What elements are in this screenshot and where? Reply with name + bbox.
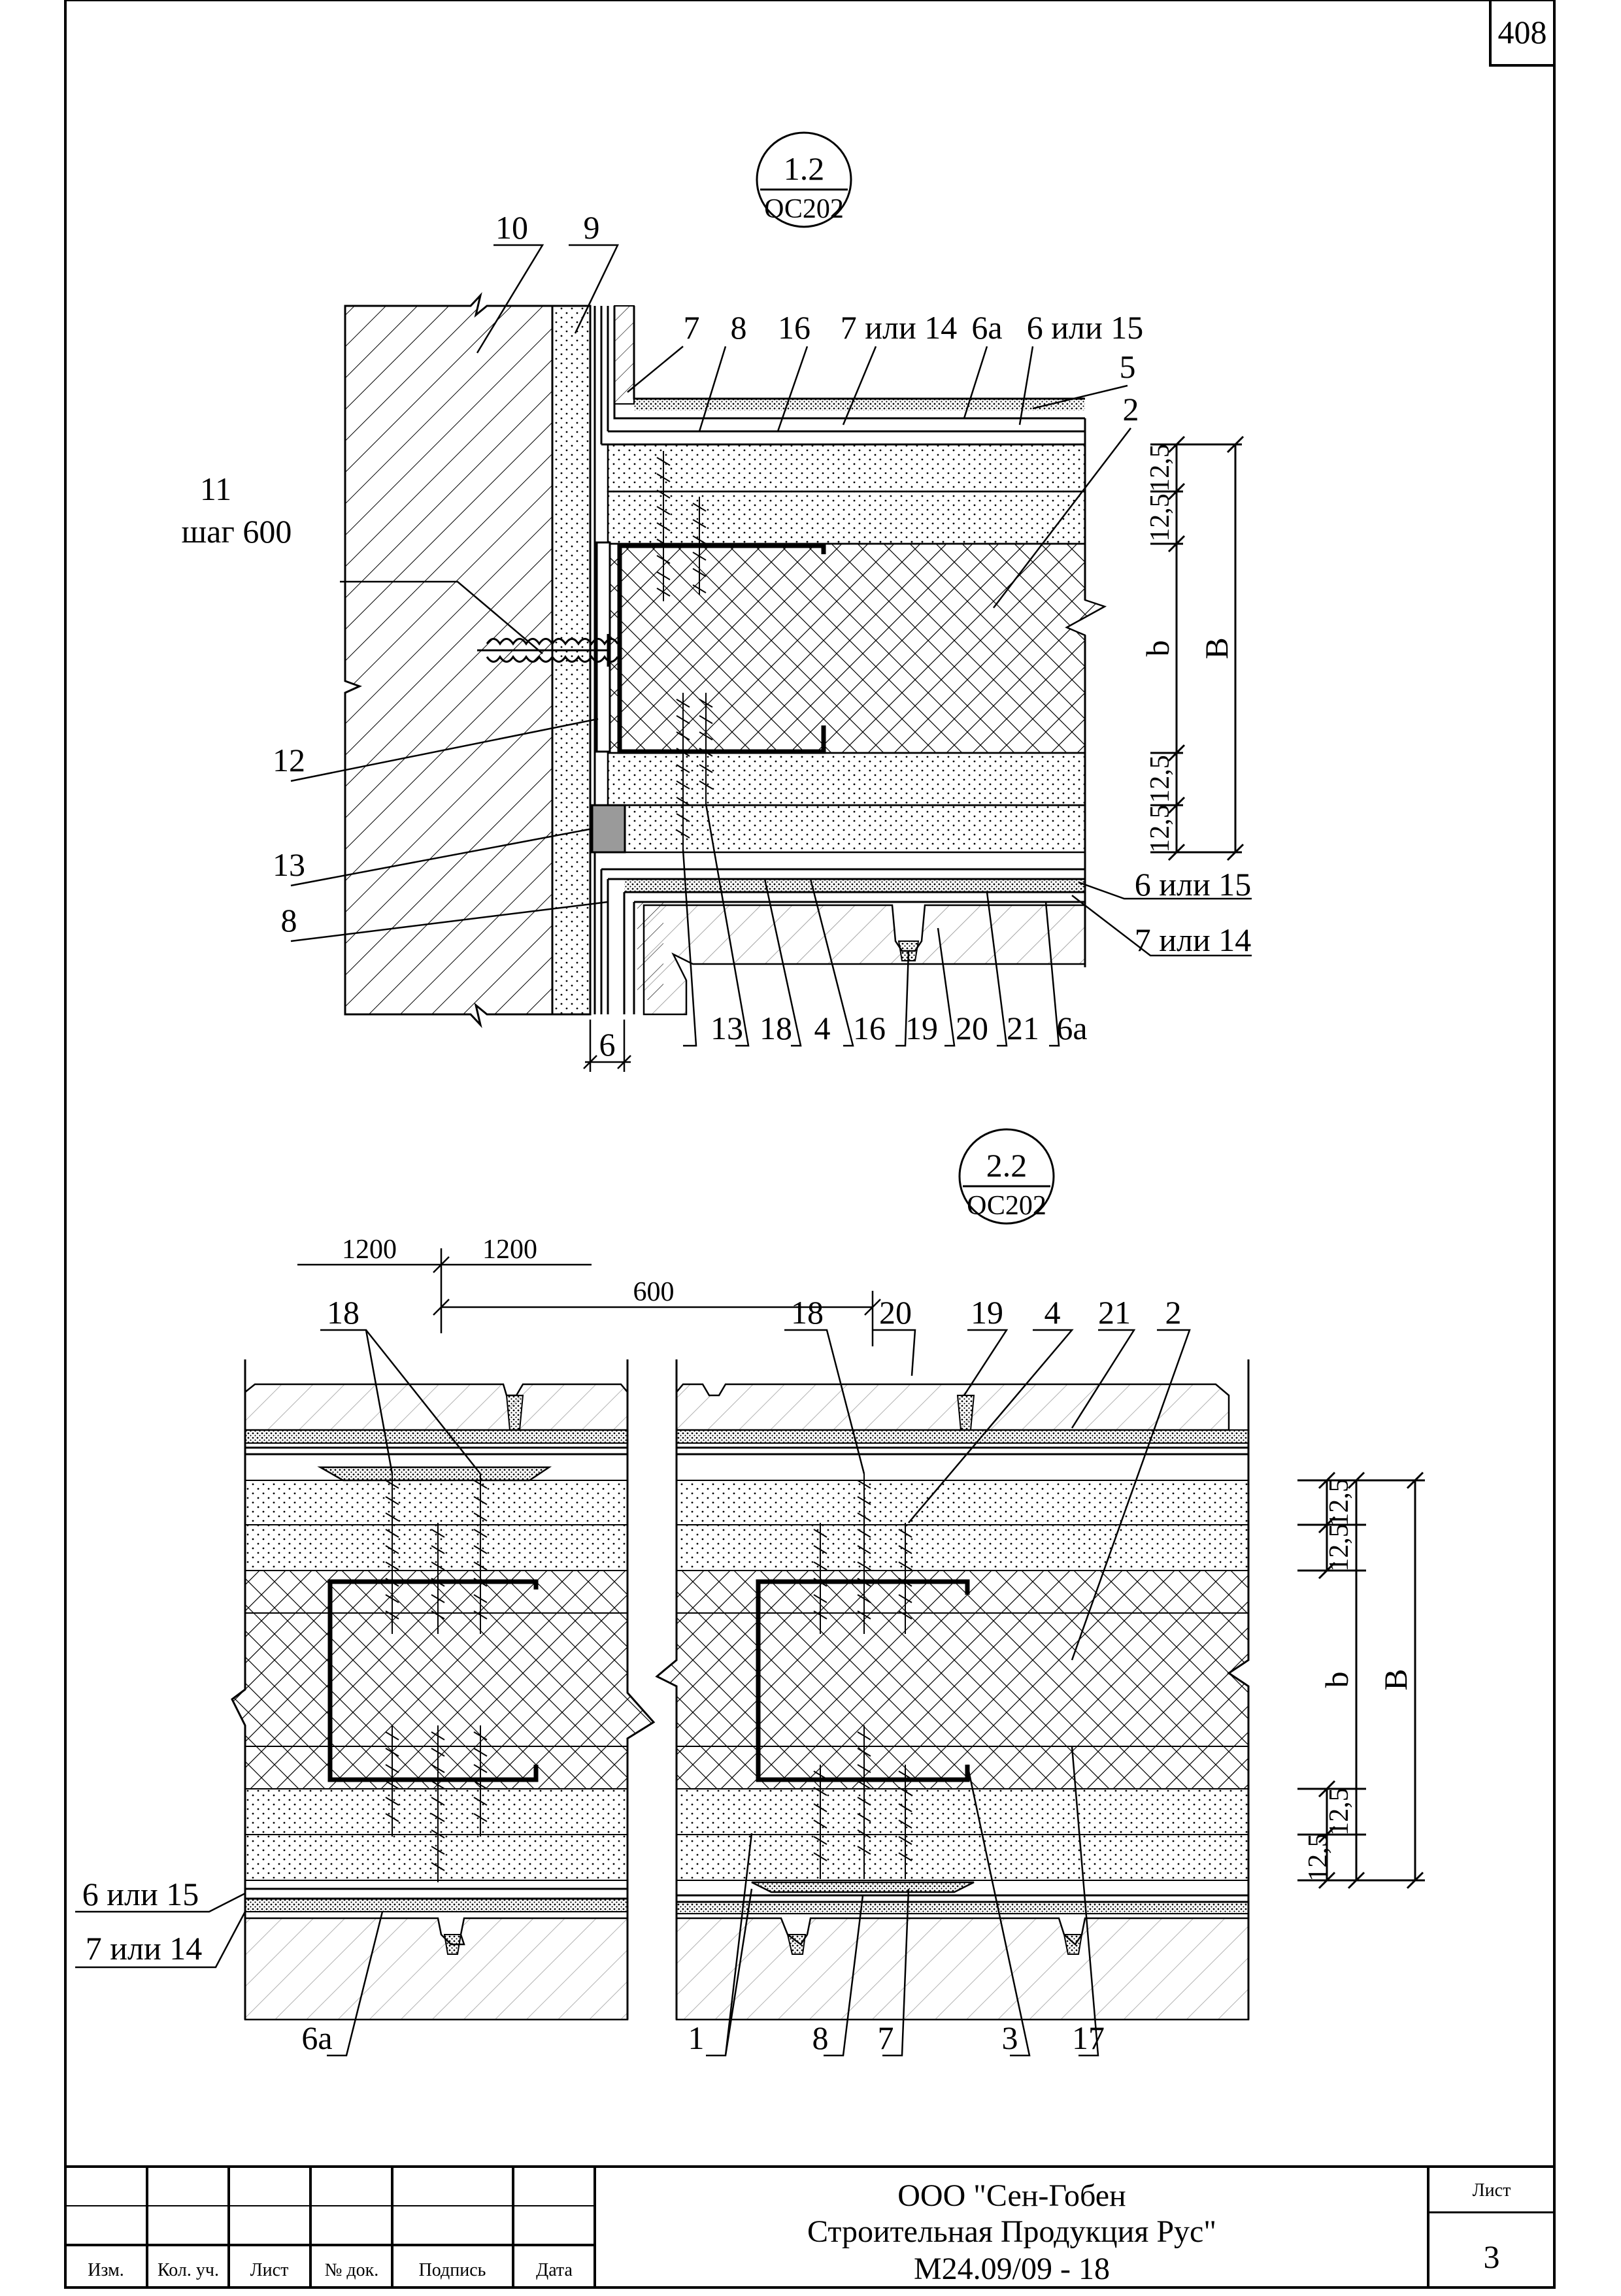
label-9: 9 [584, 209, 600, 246]
company-line-2: Строительная Продукция Рус" [807, 2214, 1216, 2249]
bottom-label-13: 13 [710, 1010, 743, 1046]
label-13: 13 [273, 846, 305, 883]
page-number: 408 [1498, 14, 1547, 50]
marker-ref-top: ОС202 [764, 194, 844, 224]
label-7-or-14: 7 или 14 [841, 309, 957, 346]
label-12: 12 [273, 742, 305, 778]
sheet-frame: 408 [64, 0, 1556, 2289]
dim-B-bottom: В [1377, 1669, 1414, 1690]
label-16: 16 [778, 309, 811, 346]
dim-b-bottom: b [1318, 1672, 1355, 1688]
left-panel [231, 1359, 656, 2021]
bracket-12 [595, 541, 611, 753]
bottom-label-6a: 6а [1056, 1010, 1087, 1046]
dim-12-5-c: 12,5 [1145, 755, 1175, 803]
bottom-callouts-top: 13 18 4 16 19 20 21 6а [710, 1010, 1088, 1046]
label-7-or-14-right: 7 или 14 [1135, 922, 1251, 958]
dim-12-5-f: 12,5 [1324, 1523, 1354, 1572]
col-doc-no: № док. [325, 2260, 379, 2280]
label-10: 10 [495, 209, 528, 246]
label-8-left: 8 [281, 902, 297, 939]
dim-12-5-d: 12,5 [1145, 805, 1175, 853]
dim-12-5-b: 12,5 [1145, 493, 1175, 542]
label-18-right: 18 [791, 1294, 824, 1331]
label-19-bottom: 19 [971, 1294, 1003, 1331]
label-6-or-15-right: 6 или 15 [1135, 866, 1251, 903]
dim-b-top: b [1139, 641, 1176, 657]
sheet-label: Лист [1473, 2180, 1511, 2201]
bottom-label-20: 20 [956, 1010, 988, 1046]
bottom-label-3: 3 [1002, 2020, 1018, 2056]
title-block: Изм. Кол. уч. Лист № док. Подпись Дата О… [65, 2165, 1554, 2288]
marker-ref-bottom: ОС202 [967, 1191, 1046, 1221]
label-6-or-15: 6 или 15 [1027, 309, 1143, 346]
gasket-13 [591, 804, 626, 854]
dim-1200-a: 1200 [342, 1235, 397, 1265]
leaders-bottom [75, 1329, 1191, 2057]
label-18-left: 18 [327, 1294, 359, 1331]
dimension-chain-top [1150, 435, 1245, 861]
concrete-wall [344, 291, 554, 1029]
dim-6: 6 [599, 1026, 616, 1063]
detail-2-2: 2.2 ОС202 1200 1200 600 [75, 1128, 1425, 2057]
label-4-bottom: 4 [1044, 1294, 1061, 1331]
label-2: 2 [1123, 391, 1139, 427]
bottom-label-8: 8 [812, 2020, 829, 2056]
right-panel [655, 1359, 1250, 2021]
col-kol-uch: Кол. уч. [158, 2260, 219, 2280]
marker-number-bottom: 2.2 [986, 1147, 1028, 1184]
detail-1-2: 1.2 ОС202 [182, 131, 1252, 1072]
label-7-or-14-left: 7 или 14 [86, 1930, 202, 1967]
col-list: Лист [250, 2260, 289, 2280]
steel-profile-top [617, 543, 826, 754]
section-marker-top: 1.2 ОС202 [756, 131, 852, 228]
dim-12-5-e: 12,5 [1324, 1478, 1354, 1527]
bottom-label-21: 21 [1007, 1010, 1039, 1046]
dim-12-5-g: 12,5 [1324, 1788, 1354, 1836]
bottom-label-17: 17 [1072, 2020, 1105, 2056]
label-6-or-15-left: 6 или 15 [82, 1876, 199, 1912]
bottom-leaders-top [682, 803, 1060, 1047]
top-dims-bottom [297, 1248, 881, 1346]
bottom-slab [601, 868, 1086, 1016]
label-8: 8 [731, 309, 747, 346]
bottom-callouts-bottom: 1 8 7 3 17 [688, 2020, 1105, 2056]
bottom-label-7: 7 [878, 2020, 894, 2056]
dim-12-5-h: 12,5 [1303, 1833, 1333, 1882]
label-21-bottom: 21 [1098, 1294, 1131, 1331]
dimension-chain-bottom [1297, 1471, 1425, 1889]
bottom-label-16: 16 [853, 1010, 886, 1046]
label-6a: 6а [971, 309, 1002, 346]
bottom-label-4: 4 [814, 1010, 831, 1046]
label-11-step: шаг 600 [182, 513, 292, 550]
label-11: 11 [200, 471, 231, 507]
col-date: Дата [536, 2260, 573, 2280]
label-20-bottom: 20 [879, 1294, 912, 1331]
col-izm: Изм. [88, 2260, 124, 2280]
marker-number-top: 1.2 [784, 150, 825, 187]
dim-1200-b: 1200 [482, 1235, 537, 1265]
bottom-label-1: 1 [688, 2020, 705, 2056]
company-line-1: ООО "Сен-Гобен [897, 2178, 1126, 2213]
dim-12-5-a: 12,5 [1145, 444, 1175, 492]
bottom-label-19: 19 [905, 1010, 938, 1046]
screws-top [656, 451, 713, 850]
leaders-top [290, 244, 1252, 957]
dim-600: 600 [633, 1277, 675, 1307]
section-marker-bottom: 2.2 ОС202 [958, 1128, 1055, 1225]
label-2-bottom: 2 [1165, 1294, 1182, 1331]
label-6a-bottom: 6а [301, 2020, 332, 2056]
bottom-label-18: 18 [760, 1010, 792, 1046]
dim-gap-6 [583, 1020, 631, 1072]
document-code: М24.09/09 - 18 [914, 2252, 1110, 2286]
label-7: 7 [684, 309, 700, 346]
label-5: 5 [1120, 348, 1136, 385]
anchor-11 [477, 634, 619, 667]
dim-B-top: В [1198, 637, 1235, 659]
sheet-number: 3 [1484, 2238, 1500, 2275]
col-signature: Подпись [419, 2260, 486, 2280]
